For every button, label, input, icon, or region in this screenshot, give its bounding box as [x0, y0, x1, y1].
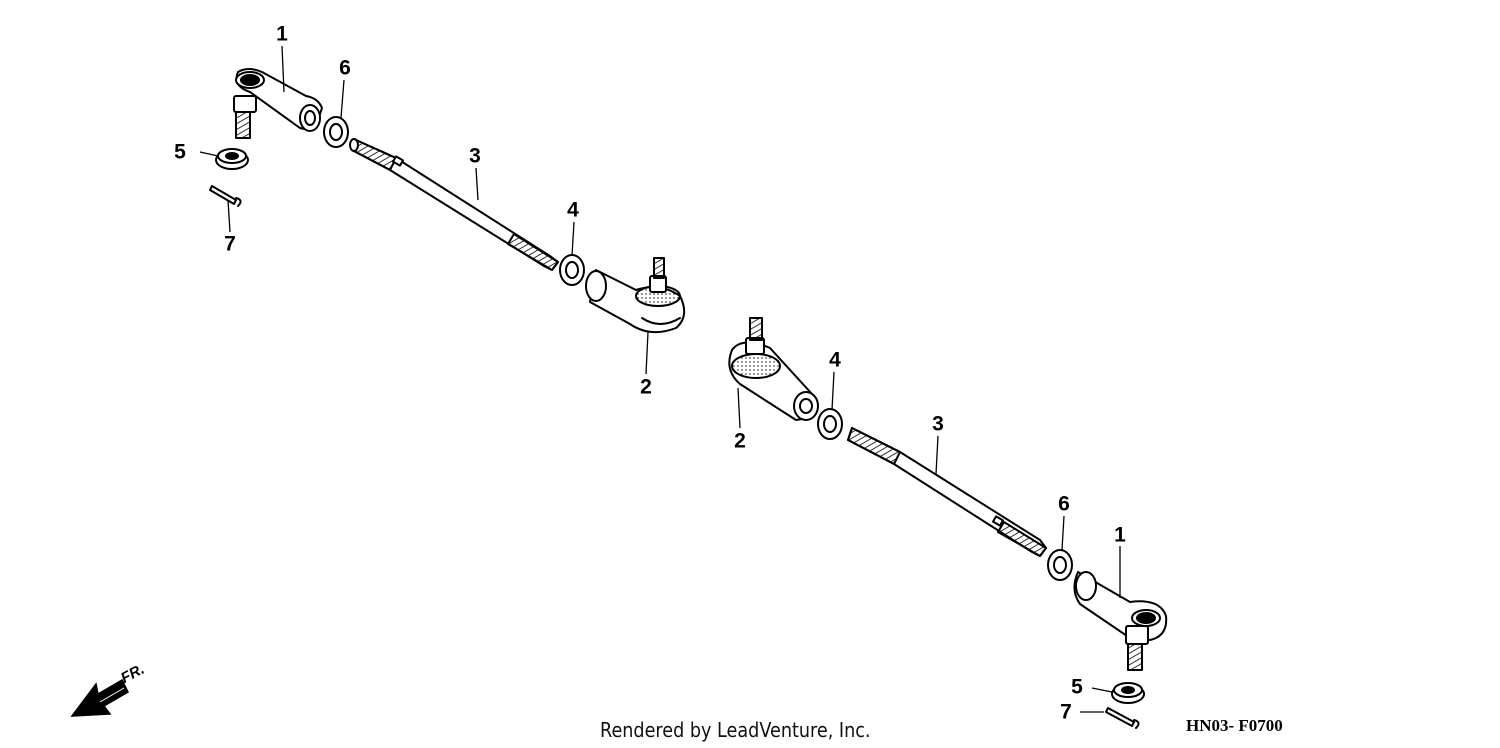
- render-credit: Rendered by LeadVenture, Inc.: [600, 718, 871, 742]
- left-tie-rod: [349, 138, 559, 271]
- callout-left-6: 6: [339, 56, 351, 80]
- leader-lines: [199, 45, 1121, 713]
- diagram-code: HN03- F0700: [1186, 716, 1283, 735]
- right-tie-rod: [847, 427, 1047, 557]
- callout-right-1: 1: [1114, 523, 1126, 547]
- callout-left-1: 1: [276, 22, 288, 46]
- callout-right-7: 7: [1060, 700, 1072, 724]
- left-cotter-pin: [209, 185, 242, 207]
- callout-left-3: 3: [469, 144, 481, 168]
- right-lock-nut-outer: [1047, 549, 1073, 581]
- left-lock-nut-outer: [323, 116, 349, 148]
- callout-right-5: 5: [1071, 675, 1083, 699]
- right-inner-tie-rod-end: [728, 317, 819, 421]
- right-cotter-pin: [1105, 707, 1140, 729]
- front-arrow-icon: [70, 678, 129, 717]
- callout-left-5: 5: [174, 140, 186, 164]
- callout-left-2: 2: [640, 375, 652, 399]
- right-outer-tie-rod-end: [1073, 571, 1168, 671]
- right-lock-nut-inner: [817, 408, 843, 440]
- left-outer-tie-rod-end: [233, 68, 323, 139]
- callout-right-4: 4: [829, 348, 841, 372]
- callout-right-6: 6: [1058, 492, 1070, 516]
- callout-left-7: 7: [224, 232, 236, 256]
- callout-right-3: 3: [932, 412, 944, 436]
- left-lock-nut-inner: [559, 254, 585, 286]
- left-inner-tie-rod-end: [585, 257, 686, 334]
- right-castle-nut: [1111, 682, 1145, 704]
- callout-left-4: 4: [567, 198, 579, 222]
- left-castle-nut: [215, 148, 249, 170]
- callout-right-2: 2: [734, 429, 746, 453]
